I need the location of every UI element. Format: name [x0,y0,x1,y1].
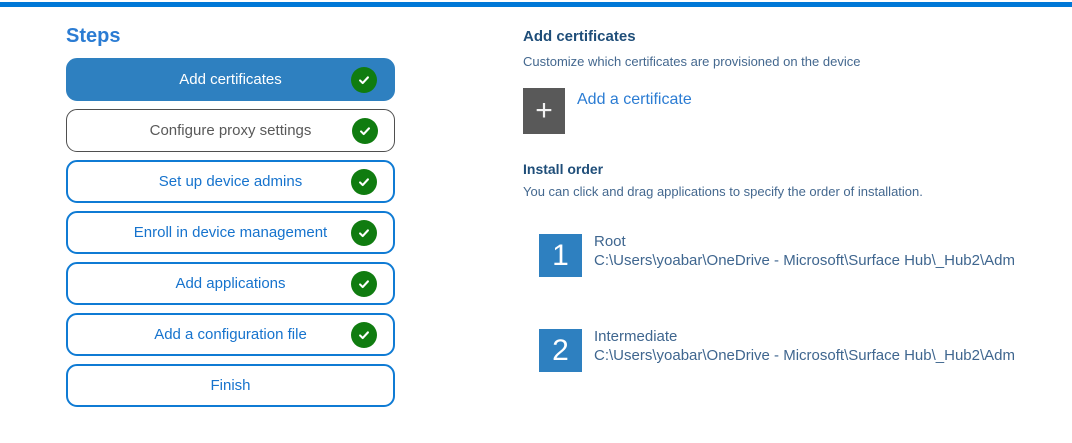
add-certificate-label: Add a certificate [577,91,692,108]
check-icon [351,168,377,195]
step-label: Add certificates [179,71,282,88]
step-enroll-in-device-management[interactable]: Enroll in device management [66,211,395,254]
plus-icon: + [523,88,565,134]
page-title: Add certificates [523,28,636,45]
step-list: Add certificates Configure proxy setting… [66,58,395,407]
certificate-path: C:\Users\yoabar\OneDrive - Microsoft\Sur… [594,252,1015,269]
install-item-text: Root C:\Users\yoabar\OneDrive - Microsof… [594,232,1015,270]
check-icon [352,117,378,144]
step-add-applications[interactable]: Add applications [66,262,395,305]
install-order-hint: You can click and drag applications to s… [523,184,923,199]
step-finish[interactable]: Finish [66,364,395,407]
check-icon [351,66,377,93]
step-label: Enroll in device management [133,224,328,241]
step-label: Finish [210,377,251,394]
step-label: Configure proxy settings [149,122,312,139]
certificate-name: Root [594,233,626,250]
check-icon [351,219,377,246]
step-label: Set up device admins [158,173,303,190]
steps-heading: Steps [66,25,121,47]
accent-top-bar [0,2,1072,7]
order-number-badge: 1 [539,234,582,277]
order-number-badge: 2 [539,329,582,372]
step-configure-proxy-settings[interactable]: Configure proxy settings [66,109,395,152]
install-item-text: Intermediate C:\Users\yoabar\OneDrive - … [594,327,1015,365]
step-set-up-device-admins[interactable]: Set up device admins [66,160,395,203]
install-item-root[interactable]: 1 Root C:\Users\yoabar\OneDrive - Micros… [539,232,1015,277]
steps-sidebar: Steps Add certificates Configure proxy s… [66,24,395,407]
step-label: Add a configuration file [154,326,307,343]
add-certificates-panel: Add certificates Customize which certifi… [523,28,1068,372]
step-label: Add applications [175,275,286,292]
install-order-heading: Install order [523,161,604,177]
certificate-path: C:\Users\yoabar\OneDrive - Microsoft\Sur… [594,347,1015,364]
check-icon [351,321,377,348]
step-add-a-configuration-file[interactable]: Add a configuration file [66,313,395,356]
add-certificate-button[interactable]: + Add a certificate [523,88,692,134]
step-add-certificates[interactable]: Add certificates [66,58,395,101]
install-item-intermediate[interactable]: 2 Intermediate C:\Users\yoabar\OneDrive … [539,327,1015,372]
check-icon [351,270,377,297]
page-subtitle: Customize which certificates are provisi… [523,54,861,69]
certificate-name: Intermediate [594,328,678,345]
